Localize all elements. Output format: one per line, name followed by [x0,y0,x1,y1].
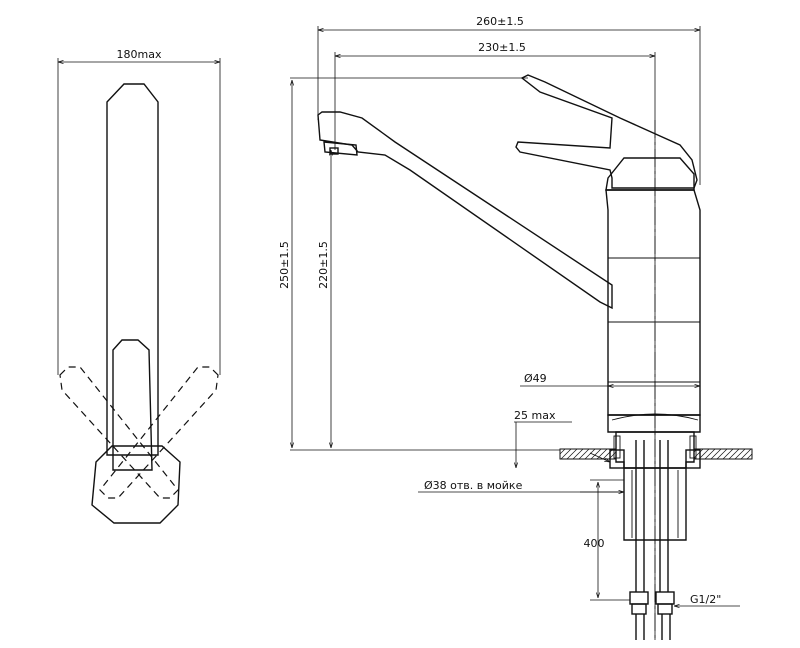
spout-height-label: 220±1.5 [317,241,330,289]
aerator-outlet [329,147,339,155]
overall-width-label: 260±1.5 [476,15,524,28]
side-width-label: 180max [117,48,162,61]
spout-outline [317,111,613,310]
lower-shank [623,467,687,541]
spout-reach-label: 230±1.5 [478,41,526,54]
body-diameter-label: Ø49 [524,372,547,385]
front-view: 260±1.5 230±1.5 250±1.5 220±1.5 Ø49 [278,15,753,640]
cartridge-cap-outline [605,157,695,191]
handle-raised-outline [106,83,159,456]
base-outline [91,445,181,524]
aerator-outline [323,141,358,156]
thread-label: G1/2" [690,593,721,606]
countertop-left [559,448,617,460]
body-outline [605,189,701,416]
countertop-right [693,448,753,460]
total-height-label: 250±1.5 [278,241,291,289]
hole-diameter-label: Ø38 отв. в мойке [424,479,523,492]
hose-fitting-left [629,591,649,605]
hose-length-label: 400 [584,537,605,550]
handle-lowered-outline [112,339,153,471]
side-view: 180max [57,48,221,524]
counter-thickness-label: 25 max [514,409,556,422]
nut-right [685,449,701,469]
hose-fitting-right [655,591,675,605]
handle-swing-left [59,366,179,499]
lever-outline [515,74,698,189]
handle-swing-right [99,366,219,499]
